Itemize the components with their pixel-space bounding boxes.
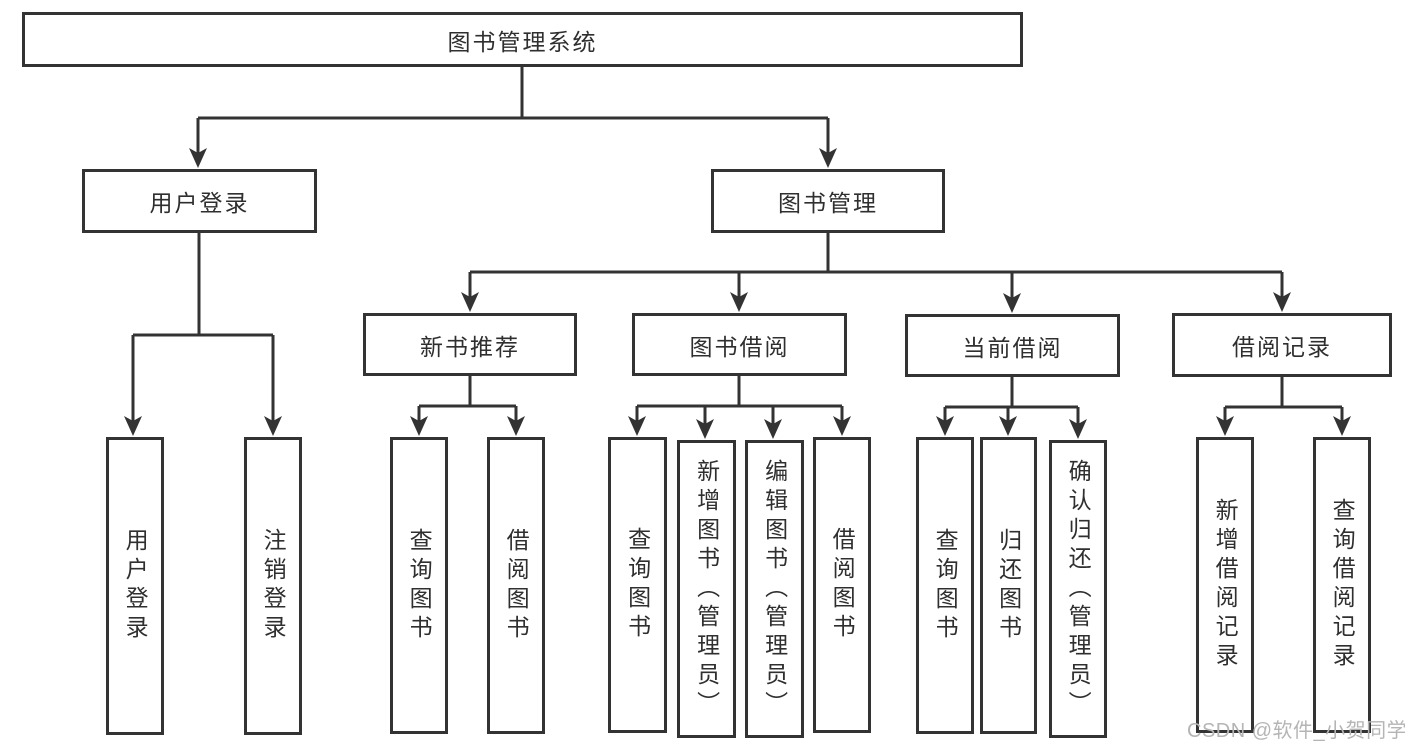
node-new-book-recommend: 新书推荐 xyxy=(363,313,577,376)
leaf-recommend-borrow-books-label: 借阅图书 xyxy=(503,527,530,644)
leaf-current-query-books: 查询图书 xyxy=(916,437,974,734)
leaf-user-login: 用户登录 xyxy=(106,437,164,735)
node-book-borrowing-label: 图书借阅 xyxy=(689,333,790,360)
node-user-login: 用户登录 xyxy=(82,169,317,233)
leaf-borrowing-borrow-books-label: 借阅图书 xyxy=(829,527,856,643)
leaf-borrowing-query-books: 查询图书 xyxy=(608,437,667,733)
leaf-edit-books-admin-label: 编辑图书（管理员） xyxy=(761,458,788,720)
node-library-system-label: 图书管理系统 xyxy=(447,28,598,55)
node-book-management: 图书管理 xyxy=(711,169,945,233)
node-current-borrowing: 当前借阅 xyxy=(905,314,1120,377)
leaf-add-borrow-record-label: 新增借阅记录 xyxy=(1212,498,1239,672)
node-book-management-label: 图书管理 xyxy=(778,190,878,216)
leaf-logout-login: 注销登录 xyxy=(244,437,302,735)
leaf-add-books-admin-label: 新增图书（管理员） xyxy=(693,458,720,720)
node-new-book-recommend-label: 新书推荐 xyxy=(420,333,520,360)
leaf-recommend-query-books: 查询图书 xyxy=(390,437,448,734)
node-borrowing-records-label: 借阅记录 xyxy=(1232,334,1332,360)
leaf-recommend-query-books-label: 查询图书 xyxy=(406,527,433,644)
leaf-add-books-admin: 新增图书（管理员） xyxy=(677,440,736,738)
leaf-logout-login-label: 注销登录 xyxy=(260,528,287,644)
node-book-borrowing: 图书借阅 xyxy=(632,313,847,376)
leaf-confirm-return-admin-label: 确认归还（管理员） xyxy=(1065,458,1092,720)
node-user-login-label: 用户登录 xyxy=(149,190,250,216)
node-borrowing-records: 借阅记录 xyxy=(1172,313,1392,377)
leaf-return-books: 归还图书 xyxy=(980,437,1037,734)
leaf-add-borrow-record: 新增借阅记录 xyxy=(1196,437,1254,733)
node-current-borrowing-label: 当前借阅 xyxy=(962,334,1063,361)
leaf-recommend-borrow-books: 借阅图书 xyxy=(487,437,545,734)
leaf-borrowing-query-books-label: 查询图书 xyxy=(624,527,651,643)
leaf-return-books-label: 归还图书 xyxy=(995,527,1022,644)
csdn-watermark: CSDN @软件_小贺同学 xyxy=(1187,720,1405,742)
leaf-current-query-books-label: 查询图书 xyxy=(932,527,959,644)
leaf-query-borrow-record-label: 查询借阅记录 xyxy=(1329,498,1356,672)
leaf-user-login-label: 用户登录 xyxy=(122,528,149,644)
leaf-confirm-return-admin: 确认归还（管理员） xyxy=(1049,440,1107,738)
node-library-system: 图书管理系统 xyxy=(22,12,1023,67)
leaf-query-borrow-record: 查询借阅记录 xyxy=(1313,437,1371,733)
leaf-edit-books-admin: 编辑图书（管理员） xyxy=(745,440,804,738)
leaf-borrowing-borrow-books: 借阅图书 xyxy=(813,437,871,733)
